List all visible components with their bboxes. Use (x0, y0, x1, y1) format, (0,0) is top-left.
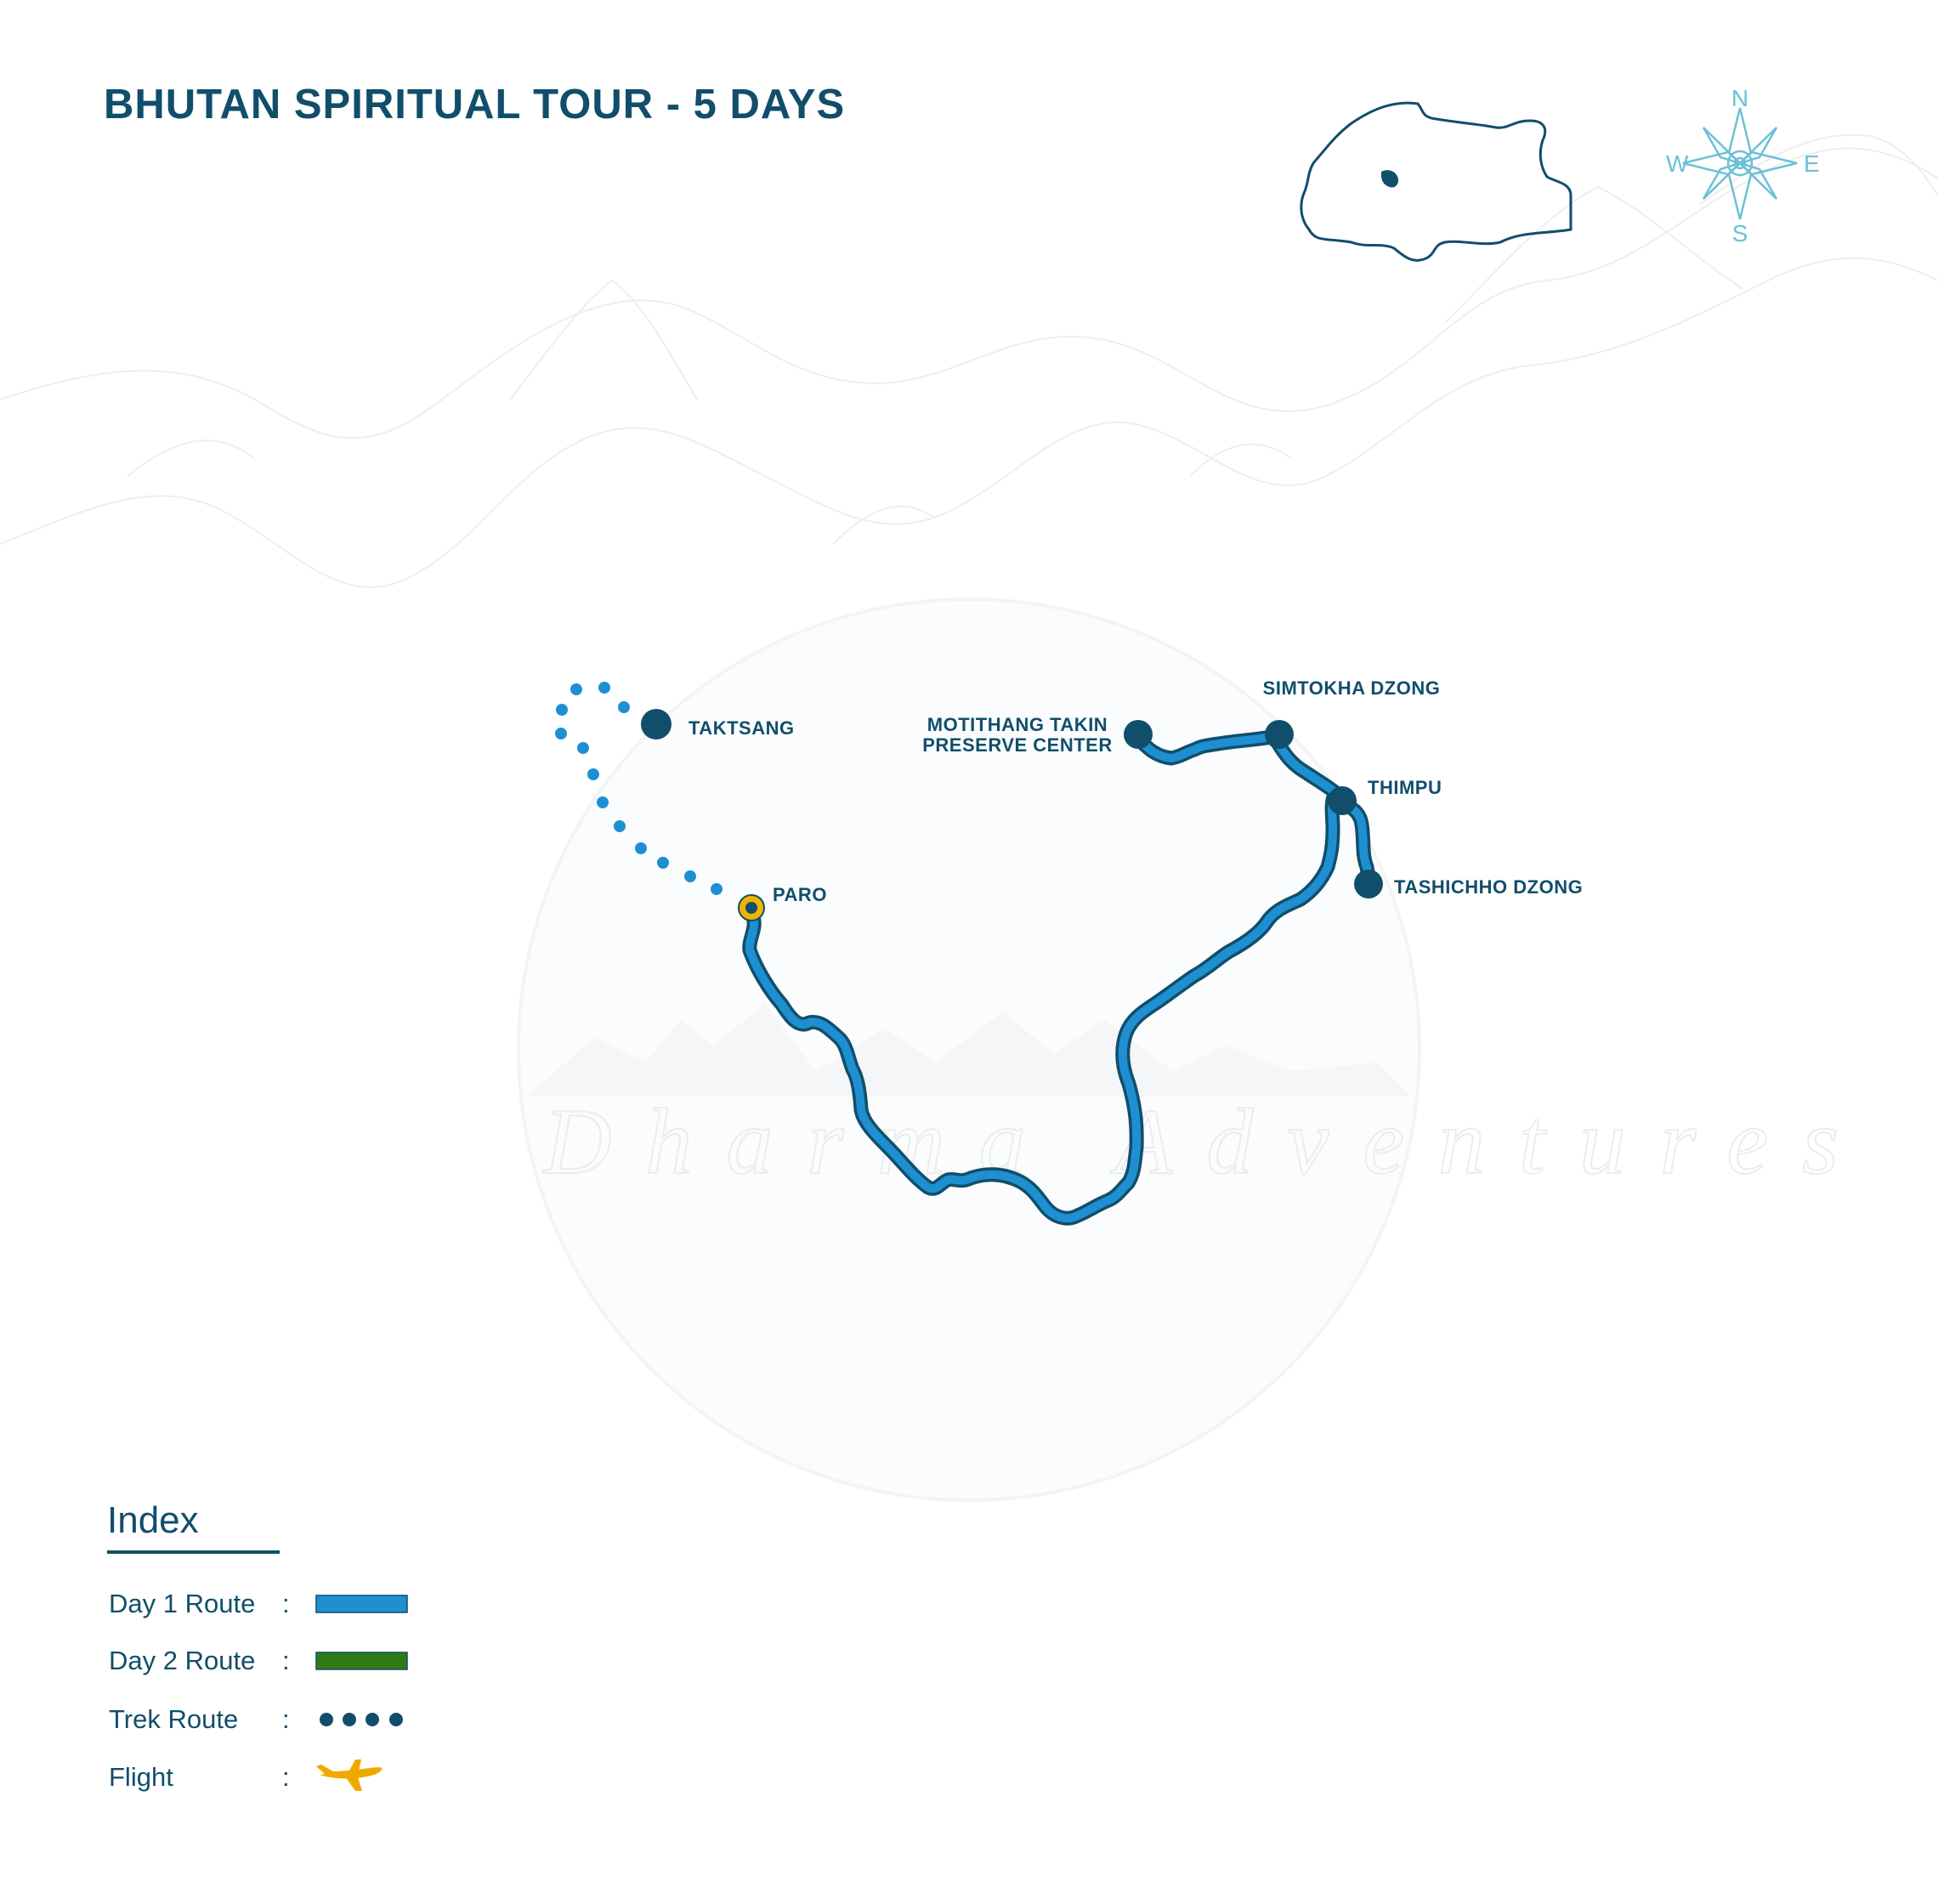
legend-trek-label: Trek Route (109, 1704, 238, 1734)
legend-heading: Index (107, 1499, 199, 1541)
motithang-label-line2: PRESERVE CENTER (922, 734, 1112, 756)
tashichho-marker (1354, 870, 1383, 898)
taktsang-label: TAKTSANG (688, 717, 795, 739)
taktsang-marker (641, 709, 672, 740)
legend-separator: : (282, 1589, 290, 1618)
plane-icon (316, 1760, 382, 1791)
legend-day1-swatch (315, 1595, 408, 1613)
paro-label: PARO (773, 884, 827, 905)
legend-day2-label: Day 2 Route (109, 1646, 255, 1675)
motithang-label-line1: MOTITHANG TAKIN (927, 714, 1108, 735)
watermark: Dharma Adventures (517, 598, 1873, 1502)
motithang-marker (1124, 720, 1153, 749)
compass-east: E (1804, 150, 1820, 177)
bhutan-outline-map (1300, 101, 1572, 262)
simtokha-marker (1265, 720, 1294, 749)
legend-flight-label: Flight (109, 1762, 173, 1792)
map-legend: Index Day 1 Route : Day 2 Route : Trek R… (107, 1499, 408, 1792)
trek-route (555, 682, 722, 895)
compass-rose-icon (1682, 107, 1798, 220)
legend-separator: : (282, 1762, 290, 1792)
background-mountains (0, 133, 1938, 588)
simtokha-label: SIMTOKHA DZONG (1263, 677, 1441, 699)
legend-day1-label: Day 1 Route (109, 1589, 255, 1618)
page-title: BHUTAN SPIRITUAL TOUR - 5 DAYS (104, 82, 845, 128)
legend-heading-underline (107, 1550, 280, 1554)
watermark-text: Dharma Adventures (542, 1090, 1873, 1193)
legend-trek-dots (320, 1713, 403, 1726)
thimpu-label: THIMPU (1368, 777, 1442, 798)
legend-separator: : (282, 1704, 290, 1734)
paro-marker (738, 894, 765, 921)
thimpu-marker (1328, 786, 1357, 815)
compass-north: N (1731, 85, 1748, 111)
legend-separator: : (282, 1646, 290, 1675)
legend-day2-swatch (315, 1652, 408, 1670)
tashichho-label: TASHICHHO DZONG (1394, 876, 1583, 898)
compass-west: W (1666, 150, 1689, 177)
day-1-route (742, 728, 1376, 1226)
compass-south: S (1732, 220, 1748, 246)
